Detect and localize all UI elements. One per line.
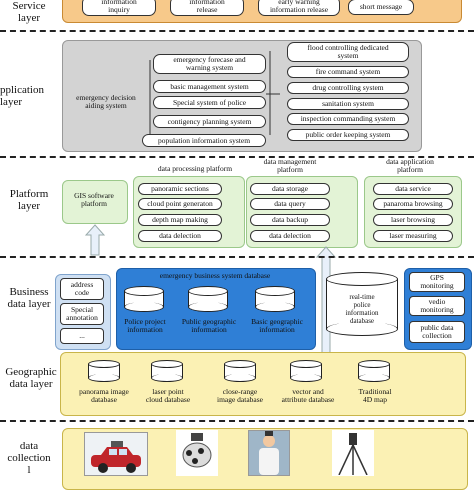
platform-layer-label: Platform layer xyxy=(9,188,49,212)
app-platform-data-service[interactable]: data service xyxy=(373,183,453,195)
business-special-annotation[interactable]: Special annotation xyxy=(60,303,104,325)
app-item-sanitation[interactable]: sanitation system xyxy=(287,98,409,110)
app-item-flood-controlling[interactable]: flood controlling dedicated system xyxy=(287,42,409,62)
processing-data-delection[interactable]: data delection xyxy=(138,230,222,242)
vector-attribute-label: vector and attribute database xyxy=(281,387,335,404)
panorama-image-db[interactable] xyxy=(88,360,120,382)
processing-cloud-point[interactable]: cloud point generaton xyxy=(138,198,222,210)
police-project-db[interactable] xyxy=(124,286,164,312)
app-item-population-information[interactable]: population information system xyxy=(142,134,266,147)
basic-geographic-db[interactable] xyxy=(255,286,295,312)
app-platform-laser-browsing[interactable]: laser browsing xyxy=(373,214,453,226)
realtime-police-db[interactable]: real-time police information database xyxy=(326,272,398,336)
gis-platform-panel xyxy=(62,180,128,224)
laser-point-cloud-db[interactable] xyxy=(151,360,183,382)
application-platform-title: data application platform xyxy=(386,157,434,174)
application-center-label: emergency decision aiding system xyxy=(76,93,136,110)
processing-depth-map[interactable]: depth map making xyxy=(138,214,222,226)
divider xyxy=(0,156,474,158)
management-data-backup[interactable]: data backup xyxy=(250,214,330,226)
app-item-inspection-commanding[interactable]: inspection commanding system xyxy=(287,113,409,125)
panorama-image-label: panorama image database xyxy=(79,387,129,404)
traditional-4d-map-label: Traditional 4D map xyxy=(358,387,392,404)
geographic-panel xyxy=(60,352,466,416)
app-item-emergency-forecase[interactable]: emergency forecase and warning system xyxy=(153,54,266,74)
app-item-drug-controlling[interactable]: drug controlling system xyxy=(287,82,409,94)
business-layer-label: Business data layer xyxy=(7,286,51,310)
app-item-contigency-planning[interactable]: contigency planning system xyxy=(153,115,266,128)
business-address-code[interactable]: address code xyxy=(60,278,104,300)
laser-point-cloud-label: laser point cloud database xyxy=(145,387,191,404)
app-item-special-police[interactable]: Special system of police xyxy=(153,96,266,109)
basic-geographic-label: Basic geographic information xyxy=(251,317,303,334)
backpack-collector-image xyxy=(248,430,290,476)
laser-scanner-tripod-image xyxy=(332,430,374,476)
gis-platform-label: GIS software platform xyxy=(74,191,114,208)
management-data-query[interactable]: data query xyxy=(250,198,330,210)
application-layer-label: pplication layer xyxy=(0,84,44,108)
public-geographic-db[interactable] xyxy=(188,286,228,312)
vector-attribute-db[interactable] xyxy=(290,360,322,382)
business-more[interactable]: ... xyxy=(60,328,104,344)
geographic-layer-label: Geographic data layer xyxy=(5,366,57,390)
close-range-image-label: close-range image database xyxy=(216,387,264,404)
business-db-title: emergency business system database xyxy=(159,271,271,280)
divider xyxy=(0,256,474,258)
management-title: data management platform xyxy=(263,157,317,174)
public-geographic-label: Public geographic information xyxy=(181,317,237,334)
business-public-data-collection[interactable]: public data collection xyxy=(409,321,465,343)
mobile-mapping-car-image xyxy=(84,432,148,476)
panoramic-camera-image xyxy=(176,430,218,476)
divider xyxy=(0,30,474,32)
business-gps-monitoring[interactable]: GPS monitoring xyxy=(409,272,465,292)
collection-layer-label: data collection l xyxy=(7,440,51,476)
service-item-information-release[interactable]: information release xyxy=(170,0,244,16)
app-platform-laser-measuring[interactable]: laser measuring xyxy=(373,230,453,242)
divider xyxy=(0,420,474,422)
app-item-fire-command[interactable]: fire command system xyxy=(287,66,409,78)
close-range-image-db[interactable] xyxy=(224,360,256,382)
application-connectors xyxy=(149,51,280,140)
service-item-short-message[interactable]: short message xyxy=(348,0,414,15)
service-item-information-inquiry[interactable]: information inquiry xyxy=(82,0,156,16)
business-vedio-monitoring[interactable]: vedio monitoring xyxy=(409,296,465,316)
app-item-public-order[interactable]: public order keeping system xyxy=(287,129,409,141)
up-arrow-gis xyxy=(85,224,105,256)
app-platform-panaroma-browsing[interactable]: panaroma browsing xyxy=(373,198,453,210)
service-layer-label: Service layer xyxy=(12,0,46,24)
management-data-storage[interactable]: data storage xyxy=(250,183,330,195)
processing-title: data processing platform xyxy=(157,164,233,173)
processing-panoramic-sections[interactable]: panoramic sections xyxy=(138,183,222,195)
traditional-4d-map-db[interactable] xyxy=(358,360,390,382)
app-item-basic-management[interactable]: basic management system xyxy=(153,80,266,93)
service-item-early-warning[interactable]: early warning information release xyxy=(258,0,340,16)
management-data-delection[interactable]: data delection xyxy=(250,230,330,242)
police-project-label: Police project information xyxy=(124,317,166,334)
